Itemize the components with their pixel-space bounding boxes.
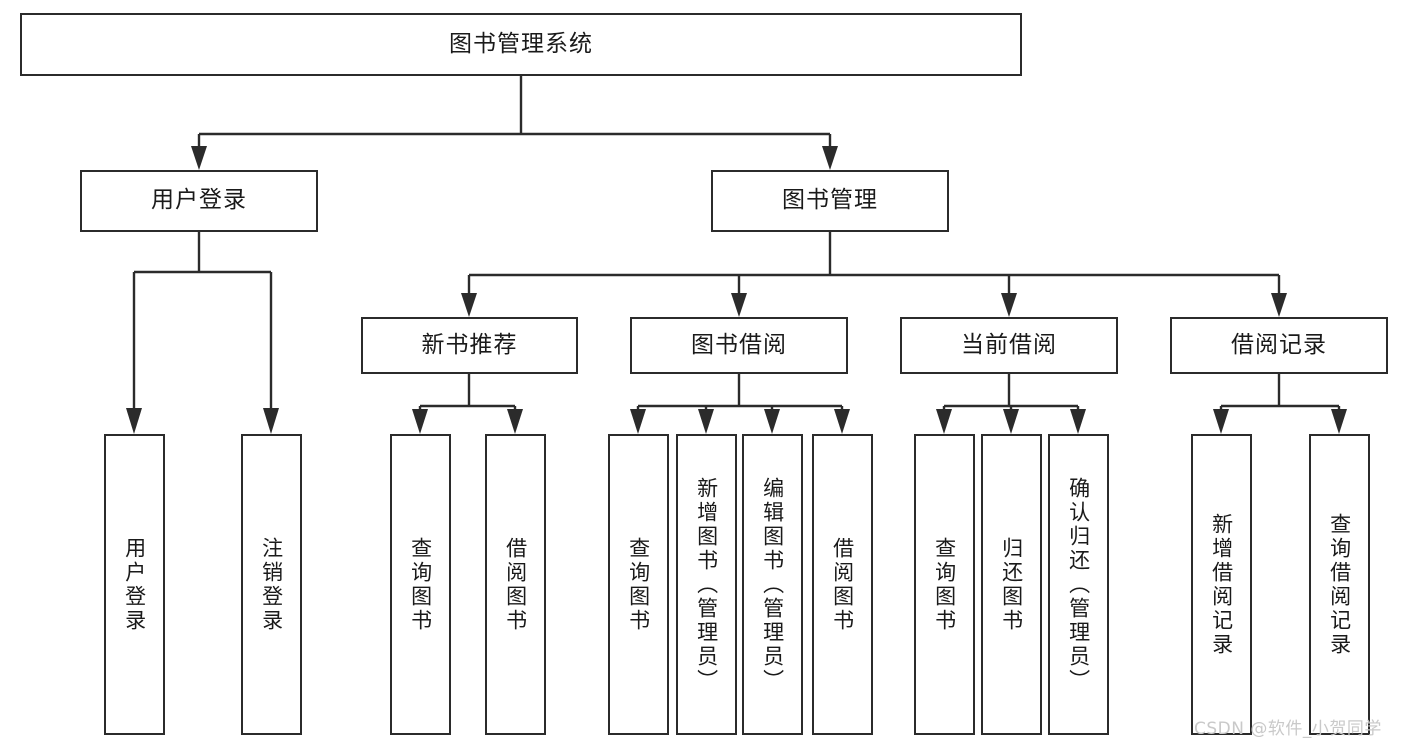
csdn-watermark: CSDN @软件_小贺同学 bbox=[1194, 719, 1382, 739]
node-leaf-return-book[interactable]: 归还图书 bbox=[981, 434, 1042, 735]
node-label: 查询图书 bbox=[626, 536, 651, 633]
node-leaf-confirm-return[interactable]: 确认归还（管理员） bbox=[1048, 434, 1109, 735]
node-label: 注销登录 bbox=[259, 536, 284, 633]
node-label: 新增图书（管理员） bbox=[694, 476, 719, 693]
node-leaf-borrow-book-recommend[interactable]: 借阅图书 bbox=[485, 434, 546, 735]
node-leaf-edit-book[interactable]: 编辑图书（管理员） bbox=[742, 434, 803, 735]
arrow-user-login bbox=[191, 146, 207, 170]
arrow-book-borrow bbox=[731, 293, 747, 317]
node-label: 用户登录 bbox=[122, 536, 147, 633]
arrow-leaf-query-book-2 bbox=[630, 409, 646, 434]
node-label: 借阅记录 bbox=[1231, 331, 1327, 358]
node-label: 当前借阅 bbox=[961, 331, 1057, 358]
arrow-leaf-confirm-return bbox=[1070, 409, 1086, 434]
arrow-leaf-add-record bbox=[1213, 409, 1229, 434]
node-user-login[interactable]: 用户登录 bbox=[80, 170, 318, 232]
arrow-current-borrow bbox=[1001, 293, 1017, 317]
node-book-management[interactable]: 图书管理 bbox=[711, 170, 949, 232]
node-label: 图书借阅 bbox=[691, 331, 787, 358]
node-label: 编辑图书（管理员） bbox=[760, 476, 785, 693]
node-label: 用户登录 bbox=[151, 187, 247, 214]
node-label: 图书管理系统 bbox=[449, 30, 593, 57]
node-book-borrow[interactable]: 图书借阅 bbox=[630, 317, 848, 374]
arrow-leaf-borrow-book-2 bbox=[834, 409, 850, 434]
node-label: 借阅图书 bbox=[830, 536, 855, 633]
node-leaf-borrow-book[interactable]: 借阅图书 bbox=[812, 434, 873, 735]
node-label: 新增借阅记录 bbox=[1209, 512, 1234, 657]
arrow-leaf-query-record bbox=[1331, 409, 1347, 434]
node-leaf-query-book-current[interactable]: 查询图书 bbox=[914, 434, 975, 735]
arrow-leaf-query-book-1 bbox=[412, 409, 428, 434]
arrow-leaf-user-logout bbox=[263, 408, 279, 434]
arrow-leaf-borrow-book-1 bbox=[507, 409, 523, 434]
node-label: 借阅图书 bbox=[503, 536, 528, 633]
node-leaf-user-login[interactable]: 用户登录 bbox=[104, 434, 165, 735]
node-leaf-query-borrow-record[interactable]: 查询借阅记录 bbox=[1309, 434, 1370, 735]
arrow-leaf-return-book bbox=[1003, 409, 1019, 434]
node-leaf-add-borrow-record[interactable]: 新增借阅记录 bbox=[1191, 434, 1252, 735]
node-new-book-recommend[interactable]: 新书推荐 bbox=[361, 317, 578, 374]
arrow-leaf-add-book bbox=[698, 409, 714, 434]
node-label: 归还图书 bbox=[999, 536, 1024, 633]
node-leaf-query-book-borrow[interactable]: 查询图书 bbox=[608, 434, 669, 735]
node-leaf-add-book[interactable]: 新增图书（管理员） bbox=[676, 434, 737, 735]
node-label: 图书管理 bbox=[782, 187, 878, 214]
node-label: 查询图书 bbox=[408, 536, 433, 633]
arrow-borrow-record bbox=[1271, 293, 1287, 317]
node-leaf-query-book-recommend[interactable]: 查询图书 bbox=[390, 434, 451, 735]
node-current-borrow[interactable]: 当前借阅 bbox=[900, 317, 1118, 374]
node-book-management-system[interactable]: 图书管理系统 bbox=[20, 13, 1022, 76]
arrow-new-book-recommend bbox=[461, 293, 477, 317]
node-leaf-user-logout[interactable]: 注销登录 bbox=[241, 434, 302, 735]
arrow-book-management bbox=[822, 146, 838, 170]
node-borrow-record[interactable]: 借阅记录 bbox=[1170, 317, 1388, 374]
arrow-leaf-user-login bbox=[126, 408, 142, 434]
node-label: 新书推荐 bbox=[421, 331, 518, 358]
node-label: 查询图书 bbox=[932, 536, 957, 633]
arrow-leaf-query-book-3 bbox=[936, 409, 952, 434]
arrow-leaf-edit-book bbox=[764, 409, 780, 434]
node-label: 确认归还（管理员） bbox=[1066, 476, 1091, 693]
node-label: 查询借阅记录 bbox=[1327, 512, 1352, 657]
